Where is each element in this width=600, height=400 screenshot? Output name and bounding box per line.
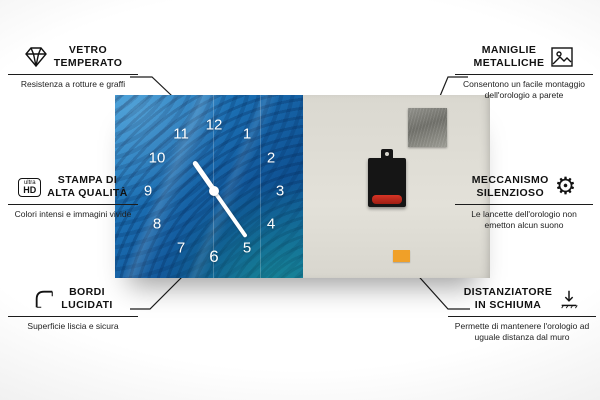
clock-number: 2 [266,149,276,167]
clock-number: 12 [205,116,223,134]
clock-product-image: 12 1 2 3 4 5 6 7 8 9 10 11 [115,95,490,278]
feature-distanziatore-schiuma: DISTANZIATORE IN SCHIUMA Permette di man… [448,286,596,343]
clock-mechanism [368,149,406,207]
divider [455,204,593,206]
divider [8,316,138,318]
metal-hanger-plate [408,108,447,147]
feature-subtitle: Le lancette dell'orologio non emetton al… [471,209,577,231]
clock-number: 4 [266,215,276,233]
picture-frame-icon [550,46,574,68]
feature-title: MANIGLIE METALLICHE [473,44,545,70]
feature-subtitle: Colori intensi e immagini vivide [14,209,132,220]
feature-title: BORDI LUCIDATI [61,286,113,312]
clock-front-view: 12 1 2 3 4 5 6 7 8 9 10 11 [115,95,305,278]
clock-number: 10 [148,149,166,167]
hanger-hole [385,152,389,156]
clock-number: 9 [143,182,153,200]
clock-number: 1 [242,125,252,143]
foam-spacer [393,250,410,262]
rounded-corner-icon [33,288,55,310]
feature-title: STAMPA DI ALTA QUALITÀ [47,174,128,200]
feature-vetro-temperato: VETRO TEMPERATO Resistenza a rotture e g… [8,44,138,90]
glass-seam [259,95,261,278]
clock-center-cap [209,186,219,196]
divider [8,204,138,206]
battery [372,195,402,204]
feature-subtitle: Resistenza a rotture e graffi [20,79,126,90]
diamond-icon [24,46,48,68]
feature-subtitle: Superficie liscia e sicura [27,321,119,332]
divider [455,74,593,76]
feature-maniglie-metalliche: MANIGLIE METALLICHE Consentono un facile… [455,44,593,101]
clock-back-view [303,95,490,278]
clock-number: 5 [242,239,252,257]
clock-number: 8 [152,215,162,233]
divider [448,316,596,318]
feature-title: DISTANZIATORE IN SCHIUMA [463,286,553,312]
clock-number: 11 [173,125,189,143]
feature-title: VETRO TEMPERATO [53,44,123,70]
feature-subtitle: Consentono un facile montaggio dell'orol… [463,79,585,101]
clock-number: 7 [176,239,186,257]
gear-icon: ⚙ [554,173,577,201]
clock-number: 3 [275,182,285,200]
wall-spacer-icon [558,288,580,310]
feature-subtitle: Permette di mantenere l'orologio ad ugua… [454,321,590,343]
divider [8,74,138,76]
clock-number: 6 [209,247,219,266]
feature-title: MECCANISMO SILENZIOSO [471,174,549,200]
feature-meccanismo-silenzioso: MECCANISMO SILENZIOSO ⚙ Le lancette dell… [455,174,593,231]
feature-bordi-lucidati: BORDI LUCIDATI Superficie liscia e sicur… [8,286,138,332]
